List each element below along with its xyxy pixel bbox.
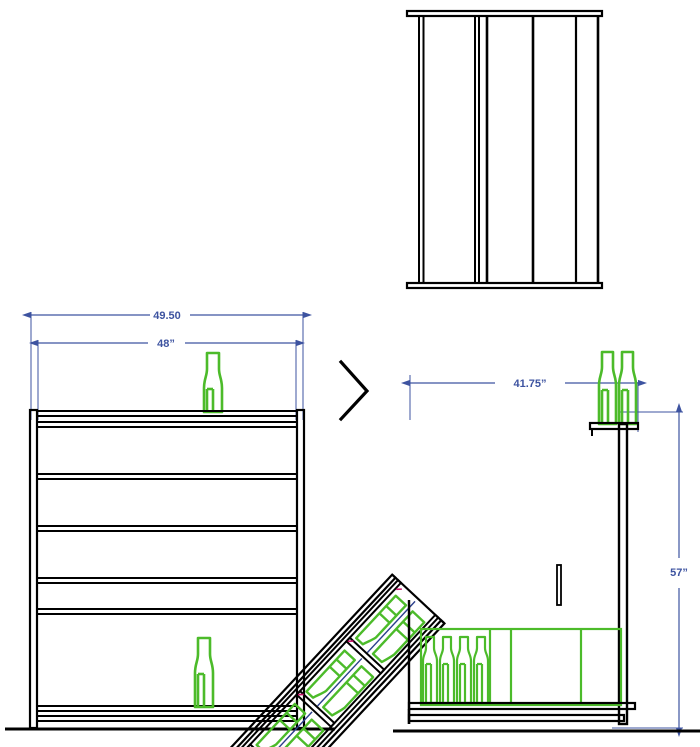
rack-divider <box>295 689 336 729</box>
dimension-overall-height-label: 57” <box>670 567 688 579</box>
accent-mark <box>297 693 304 696</box>
bottle-label <box>620 388 630 422</box>
plan-view <box>405 9 604 290</box>
accent-mark <box>347 640 354 643</box>
dimension-rack-width-label: 41.75” <box>513 378 546 390</box>
plan-top-rail <box>405 9 604 18</box>
accent-mark <box>396 588 402 591</box>
plan-stile-1 <box>418 15 425 284</box>
rack-end-cap-right <box>391 573 445 624</box>
plan-bottom-rail <box>405 281 604 290</box>
bay-centerline <box>317 657 363 707</box>
chevron-right-icon <box>338 359 370 422</box>
dimension-inner-width-label: 48” <box>157 338 175 350</box>
rack-divider <box>344 636 386 675</box>
bay-centerline <box>267 711 313 747</box>
dimension-overall-width: 49.50 <box>22 310 312 420</box>
shelf-board <box>36 525 298 532</box>
bottle-outline <box>193 636 215 709</box>
shelf-board <box>36 577 298 584</box>
dimension-rack-width: 41.75” <box>401 375 647 432</box>
bottle-lying <box>322 665 375 717</box>
shelf-board <box>36 715 298 722</box>
bay-centerline <box>366 600 416 654</box>
converted-wine-rack-elevation: 41.75” 57” <box>187 350 700 747</box>
dimension-overall-width-label: 49.50 <box>153 310 181 322</box>
angled-rack-assembly <box>187 573 447 747</box>
bottle-lying <box>272 718 325 747</box>
bottle-lying <box>305 649 357 699</box>
dimension-overall-height: 57” <box>612 403 688 737</box>
rack-top-deck <box>588 421 640 431</box>
dimension-inner-width: 48” <box>29 338 305 420</box>
bottle-lying <box>354 594 408 646</box>
rack-side-panel-right <box>617 422 629 726</box>
rack-divider <box>245 743 287 747</box>
shelf-board <box>36 421 298 428</box>
bottom-shelf-outline <box>419 627 623 707</box>
shelf-top-cap <box>36 410 298 417</box>
plan-stile-2 <box>474 15 480 284</box>
shelf-board <box>36 473 298 480</box>
bottle-label <box>600 388 610 422</box>
existing-shelving-elevation: 49.50 48” <box>5 310 335 731</box>
cabinet-handle <box>556 564 562 606</box>
rack-base-rail-top <box>407 701 637 711</box>
bottle-on-lower-shelf <box>193 636 215 709</box>
shelf-board <box>36 608 298 615</box>
shelf-board <box>36 705 298 712</box>
